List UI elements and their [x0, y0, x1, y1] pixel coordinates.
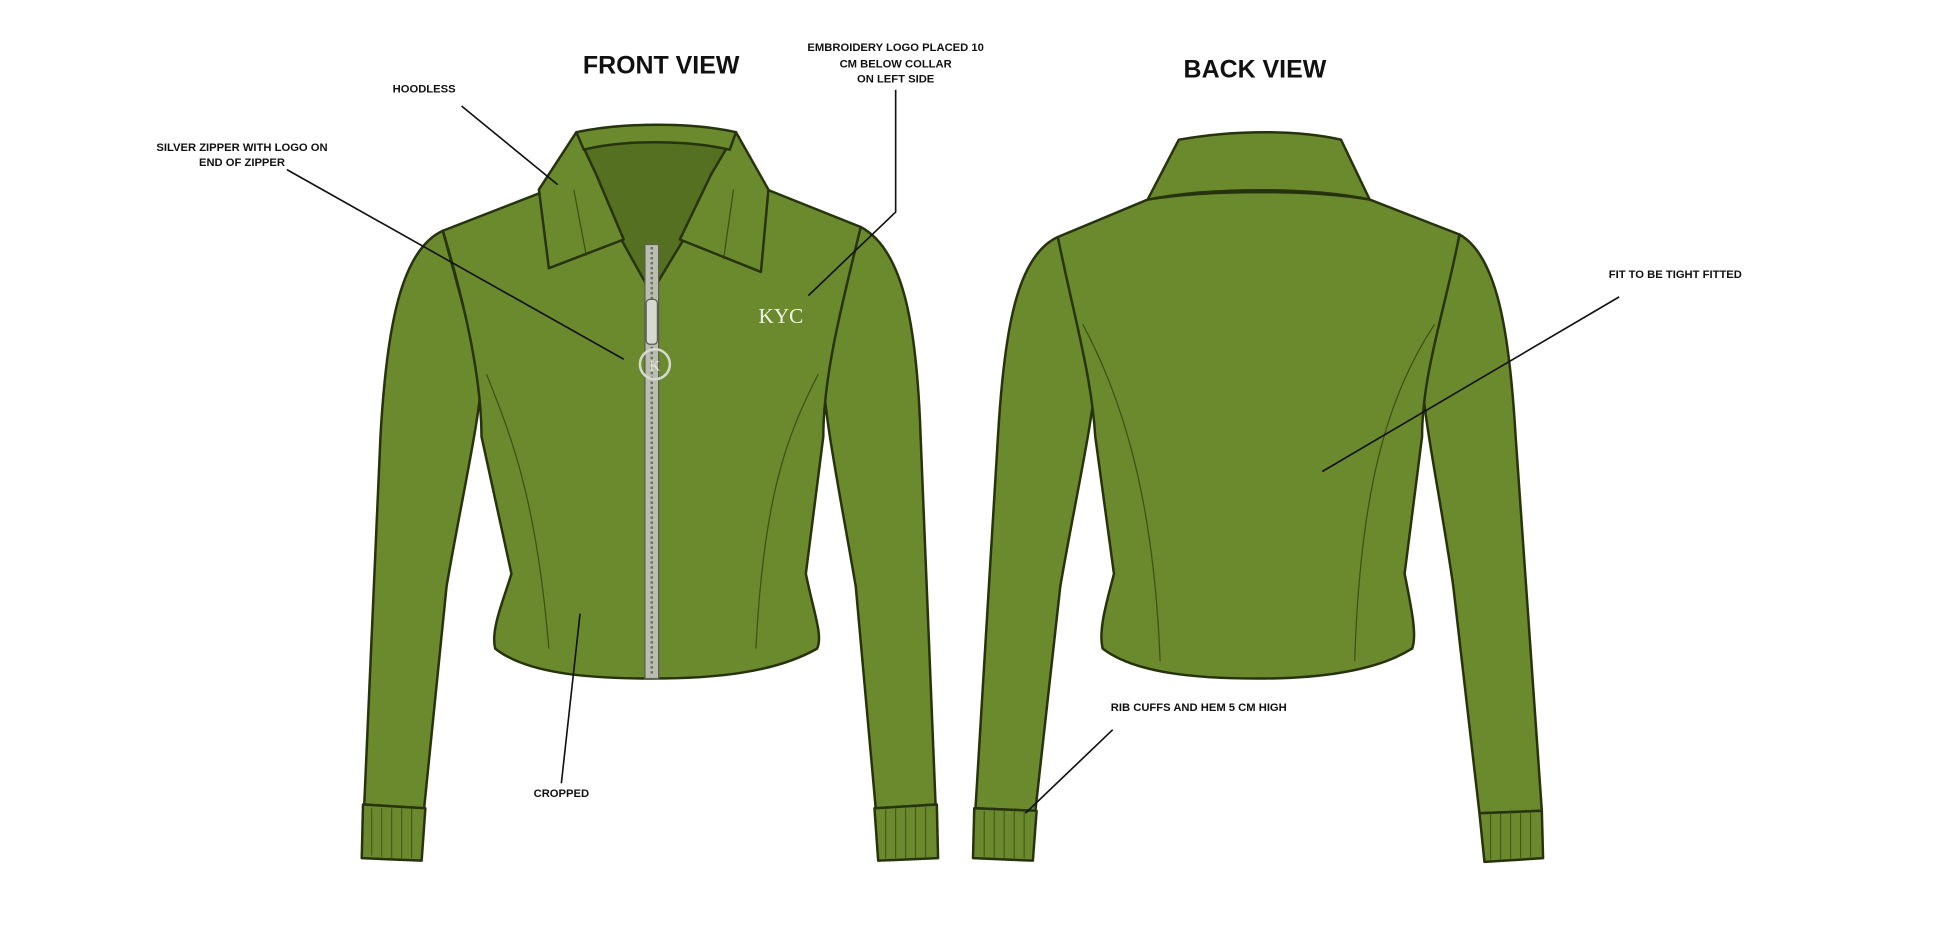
back-collar: [1146, 131, 1371, 201]
svg-text:FIT TO BE TIGHT FITTED: FIT TO BE TIGHT FITTED: [1609, 269, 1742, 281]
annotation-zipper: SILVER ZIPPER WITH LOGO ON END OF ZIPPER: [156, 142, 625, 360]
back-body: [1056, 190, 1461, 680]
back-right-cuff: [1478, 809, 1545, 864]
back-left-cuff: [971, 807, 1038, 862]
svg-text:EMBROIDERY LOGO PLACED 10: EMBROIDERY LOGO PLACED 10: [807, 42, 983, 54]
annotation-rib: RIB CUFFS AND HEM 5 CM HIGH: [1024, 702, 1287, 814]
annotation-fit: FIT TO BE TIGHT FITTED: [1321, 269, 1742, 473]
svg-text:HOODLESS: HOODLESS: [393, 83, 456, 95]
front-view-title: FRONT VIEW: [583, 52, 740, 80]
collar-back: [575, 123, 738, 151]
svg-text:CM BELOW COLLAR: CM BELOW COLLAR: [840, 58, 952, 70]
front-left-cuff: [360, 803, 427, 862]
svg-text:END OF ZIPPER: END OF ZIPPER: [199, 157, 285, 169]
svg-text:SILVER ZIPPER WITH LOGO ON: SILVER ZIPPER WITH LOGO ON: [156, 142, 327, 154]
svg-text:ON LEFT SIDE: ON LEFT SIDE: [857, 73, 935, 85]
zipper-logo: K: [649, 358, 660, 374]
annotation-hoodless: HOODLESS: [393, 83, 559, 186]
svg-text:CROPPED: CROPPED: [534, 788, 589, 800]
annotation-cropped: CROPPED: [534, 613, 589, 800]
back-jacket: [971, 131, 1545, 864]
back-view-title: BACK VIEW: [1184, 55, 1327, 83]
front-right-cuff: [873, 803, 940, 862]
collar-right: [678, 130, 770, 274]
front-left-sleeve: [363, 229, 483, 810]
zipper-slider: [645, 298, 659, 345]
embroidery-logo: KYC: [759, 304, 804, 328]
svg-text:RIB CUFFS AND HEM 5 CM HIGH: RIB CUFFS AND HEM 5 CM HIGH: [1111, 702, 1287, 714]
annotation-embroidery: EMBROIDERY LOGO PLACED 10 CM BELOW COLLA…: [807, 42, 984, 297]
front-jacket: K KYC: [360, 123, 940, 862]
zipper-pull-ring: [638, 348, 672, 381]
